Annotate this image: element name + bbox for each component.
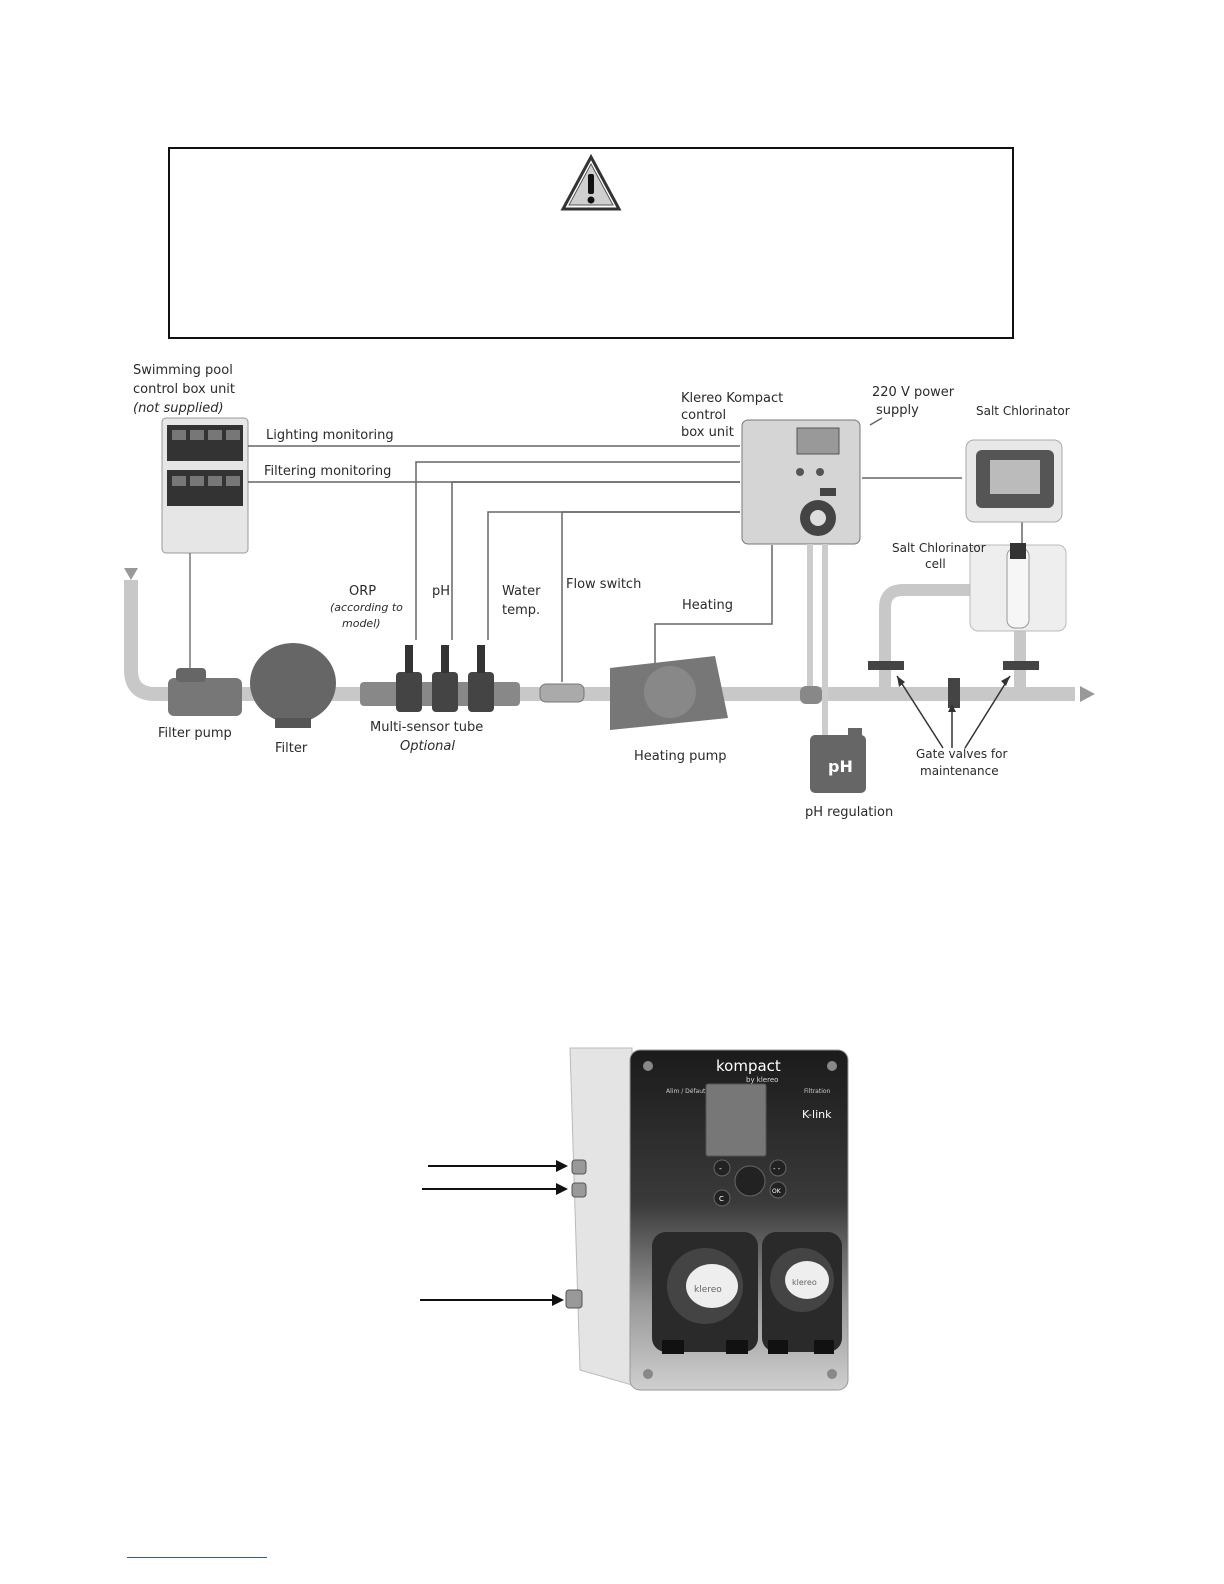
label-orp: ORP xyxy=(349,584,376,599)
connector-arrows xyxy=(420,1160,568,1306)
main-pipe xyxy=(124,568,1095,702)
label-klereo-2: control xyxy=(681,408,726,423)
footnote-rule xyxy=(127,1557,267,1558)
label-water-temp-2: temp. xyxy=(502,603,540,618)
pump-left-brand: klereo xyxy=(694,1285,722,1295)
ph-can-label: pH xyxy=(828,757,853,776)
salt-chlorinator xyxy=(965,439,1063,523)
flow-switch xyxy=(539,683,585,703)
label-salt-chlorinator: Salt Chlorinator xyxy=(976,404,1070,418)
label-gate-valves-2: maintenance xyxy=(920,764,999,778)
label-orp-note-1: (according to xyxy=(330,601,403,614)
installation-diagram: Swimming pool control box unit (not supp… xyxy=(124,363,1095,820)
pool-control-box xyxy=(161,417,249,554)
label-heating: Heating xyxy=(682,598,733,613)
klereo-control-box xyxy=(741,419,861,545)
label-salt-cell-1: Salt Chlorinator xyxy=(892,541,986,555)
label-ph-regulation: pH regulation xyxy=(805,805,893,820)
label-control-box-1: Swimming pool xyxy=(133,363,233,378)
salt-chlorinator-cell xyxy=(969,543,1067,632)
pump-right-brand: klereo xyxy=(792,1278,817,1287)
device-led-right: Filtration xyxy=(804,1088,831,1095)
multi-sensor-tube xyxy=(360,645,520,712)
device-keypad: - - - C OK xyxy=(713,1159,787,1207)
label-multi-sensor: Multi-sensor tube xyxy=(370,720,483,735)
device-brand-sub: by klereo xyxy=(746,1076,778,1084)
key-double[interactable]: - - xyxy=(773,1165,781,1173)
filter-pump xyxy=(168,668,242,716)
label-power-1: 220 V power xyxy=(872,385,955,400)
device-brand: kompact xyxy=(716,1057,781,1075)
device-screen xyxy=(705,1083,767,1157)
label-control-box-2: control box unit xyxy=(133,382,235,397)
label-orp-note-2: model) xyxy=(342,617,381,630)
device-pump-left: klereo xyxy=(652,1232,758,1354)
key-ok[interactable]: OK xyxy=(772,1188,782,1195)
key-c[interactable]: C xyxy=(719,1195,724,1203)
label-filter: Filter xyxy=(275,741,308,756)
label-gate-valves-1: Gate valves for xyxy=(916,747,1007,761)
label-flow-switch: Flow switch xyxy=(566,577,641,592)
label-salt-cell-2: cell xyxy=(925,557,946,571)
label-power-2: supply xyxy=(876,403,919,418)
heating-pump xyxy=(610,656,728,730)
label-filter-pump: Filter pump xyxy=(158,726,232,741)
signal-lines xyxy=(248,417,1023,682)
label-ph: pH xyxy=(432,584,450,599)
label-control-box-note: (not supplied) xyxy=(133,401,224,416)
gate-valves xyxy=(868,661,1039,708)
label-heating-pump: Heating pump xyxy=(634,749,726,764)
kompact-device: kompact by klereo Alim / Défaut Filtrati… xyxy=(565,1047,849,1391)
label-lighting: Lighting monitoring xyxy=(266,428,394,443)
key-minus[interactable]: - xyxy=(719,1164,722,1173)
label-klereo-1: Klereo Kompact xyxy=(681,391,783,406)
label-klereo-3: box unit xyxy=(681,425,734,440)
device-klink: K-link xyxy=(802,1108,832,1121)
filter xyxy=(250,643,336,728)
device-led-left: Alim / Défaut xyxy=(666,1088,706,1095)
device-pump-right: klereo xyxy=(762,1232,842,1354)
label-filtering: Filtering monitoring xyxy=(264,464,391,479)
label-optional: Optional xyxy=(400,739,455,754)
warning-triangle-icon xyxy=(560,154,622,211)
ph-canister xyxy=(810,728,866,793)
label-water-temp-1: Water xyxy=(502,584,541,599)
